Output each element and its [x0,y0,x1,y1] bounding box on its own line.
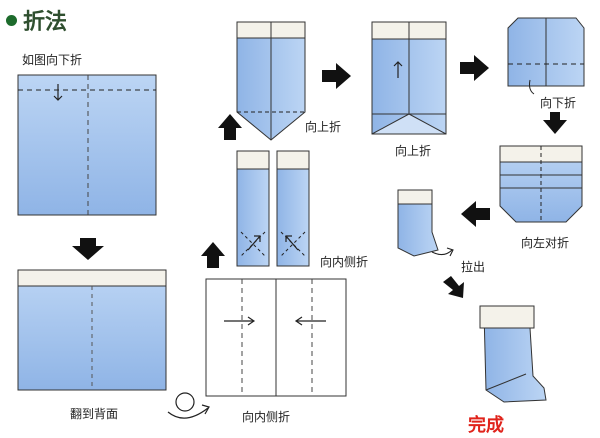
arrow-up-2-icon [218,114,242,140]
step6-folded-up [371,21,447,135]
fold-up-mark-icon [393,61,403,78]
step2-flipped-paper [17,269,167,391]
step8-folded-down [499,145,583,223]
step7-top-folded [507,17,585,95]
title-bullet-icon [6,14,17,26]
fold-down-mark-icon [53,84,63,101]
fold-left-mark-icon [294,316,326,326]
label-fold-up-2: 向上折 [395,144,432,158]
arrow-down-1-icon [72,238,104,260]
label-complete: 完成 [468,415,504,436]
label-fold-down: 向下折 [540,96,577,110]
arrow-right-2-icon [460,55,489,81]
fold-right-mark-icon [224,316,256,326]
flip-over-icon [167,392,210,419]
label-pull-out: 拉出 [461,260,486,274]
step1-square-paper [17,74,157,216]
step9-pulled-out [397,189,454,257]
section-title: 折法 [6,4,67,36]
label-fold-left-half: 向左对折 [521,236,570,250]
fold-corner-left-icon [247,235,261,251]
step5-pointed-strip [236,21,306,141]
label-flip-to-back: 翻到背面 [70,407,119,421]
label-fold-inward-top: 向内侧折 [320,255,369,269]
step4-two-strips [236,150,310,267]
arrow-up-1-icon [201,242,225,268]
arrow-diagonal-icon [443,276,464,298]
arrow-left-icon [461,201,490,227]
label-fold-up-1: 向上折 [305,120,342,134]
label-fold-inward-bottom: 向内侧折 [242,410,291,424]
arrow-down-2-icon [543,112,567,134]
arrow-right-1-icon [322,63,351,89]
step3-inward-fold-paper [205,278,347,397]
label-fold-down-as-shown: 如图向下折 [22,53,83,67]
fold-corner-right-icon [285,235,299,251]
final-stocking-shape [479,305,547,403]
title-text: 折法 [23,10,68,35]
